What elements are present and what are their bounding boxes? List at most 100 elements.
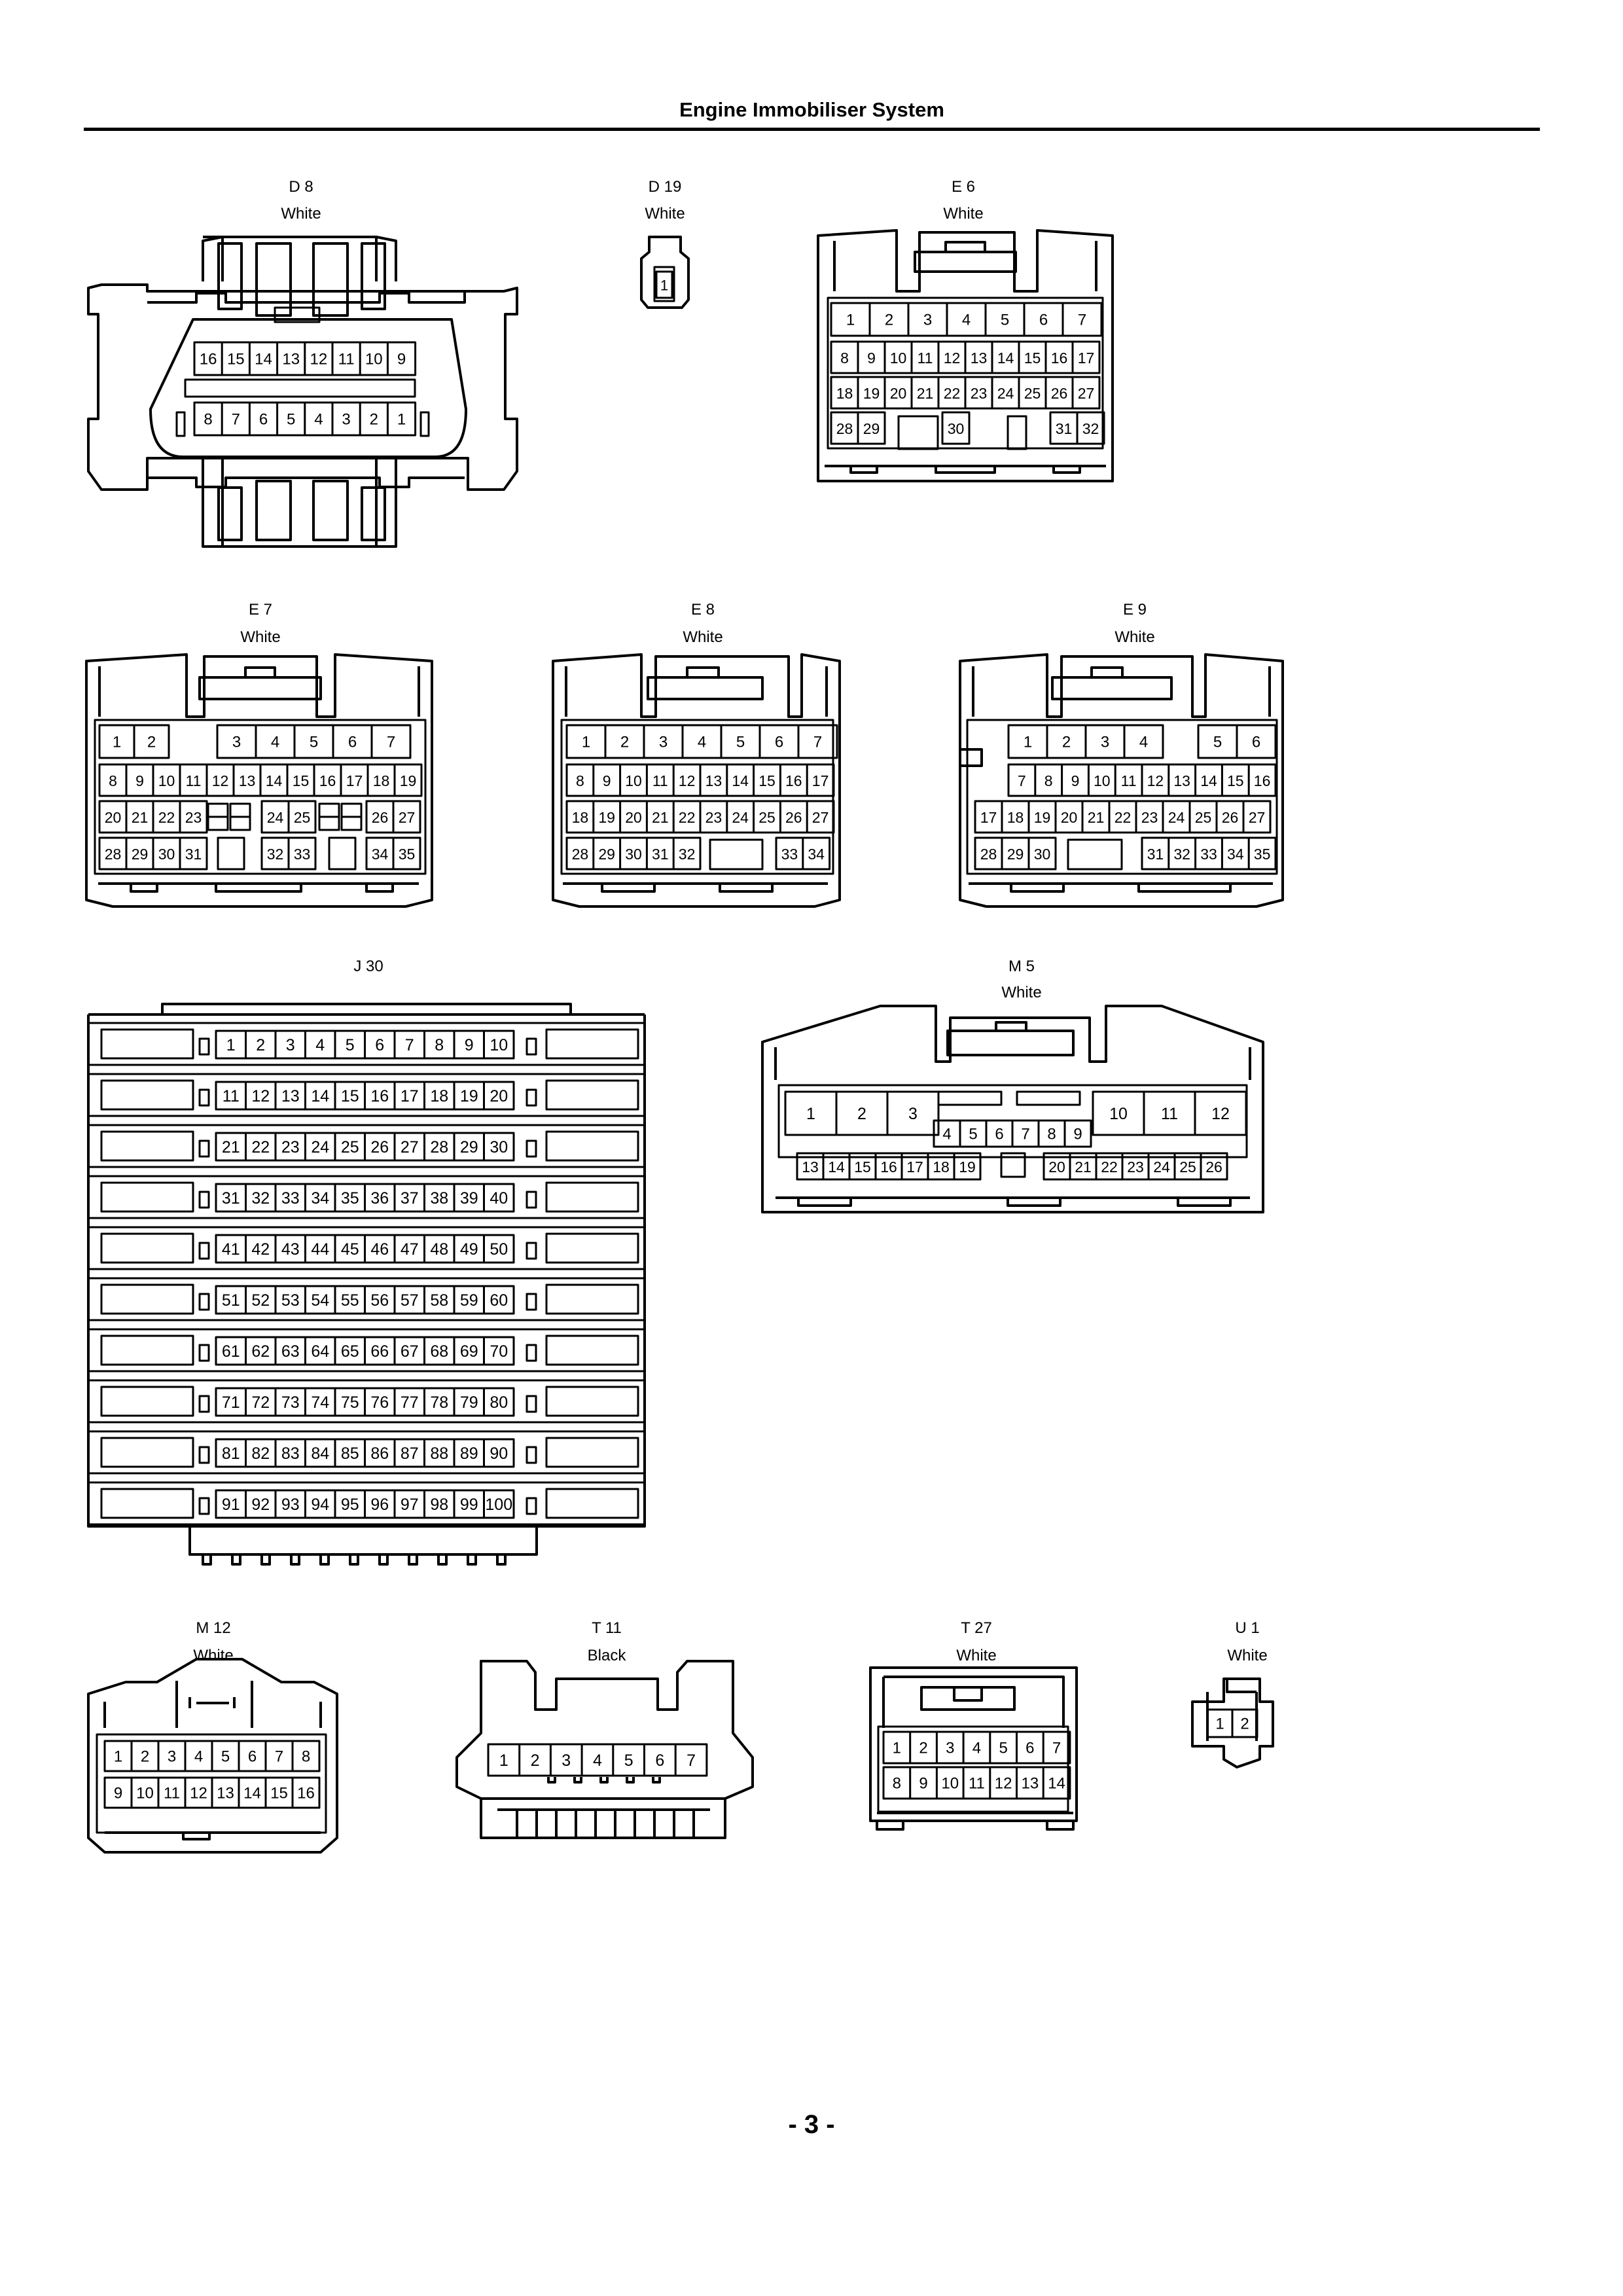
j30-tab	[100, 1130, 194, 1162]
pin-frame	[655, 270, 673, 299]
pin-number: 19	[959, 1158, 976, 1175]
pin-number: 13	[705, 772, 722, 789]
pin-number: 14	[732, 772, 749, 789]
pin-number: 20	[1061, 809, 1078, 826]
pin-number: 4	[1139, 734, 1148, 751]
pin-number: 31	[1147, 846, 1164, 863]
j30-tier	[87, 1175, 646, 1219]
j30-tab	[100, 1181, 194, 1213]
pin-number: 9	[397, 351, 406, 368]
pin-number: 1	[806, 1105, 815, 1123]
connector-color-t11: Black	[587, 1647, 626, 1664]
pin-number: 31	[222, 1189, 240, 1208]
j30-tab	[545, 1386, 639, 1417]
j30-tier	[87, 1430, 646, 1475]
pin-number: 34	[808, 846, 825, 863]
pin-number: 7	[1021, 1126, 1029, 1143]
pin-number: 54	[311, 1291, 329, 1310]
pin-number: 8	[840, 350, 849, 367]
pin-number: 7	[387, 734, 395, 751]
pin-number: 44	[311, 1240, 329, 1259]
pin-number: 100	[485, 1496, 512, 1514]
pin-number: 8	[893, 1775, 901, 1793]
pin-number: 32	[679, 846, 696, 863]
header-rule	[84, 128, 1540, 131]
pin-number: 8	[1047, 1126, 1056, 1143]
j30-tier	[87, 1073, 646, 1117]
pin-number: 2	[1240, 1715, 1249, 1733]
pin-frame	[966, 719, 1278, 875]
j30-lock	[526, 1446, 537, 1464]
connector-color-m12: White	[193, 1647, 234, 1664]
pin-frame	[974, 800, 1272, 834]
pin-number: 27	[1249, 809, 1266, 826]
pin-number: 21	[917, 385, 934, 402]
pin-number: 19	[460, 1087, 478, 1105]
pin-number: 79	[460, 1393, 478, 1412]
pin-number: 1	[114, 1748, 122, 1766]
pin-number: 33	[294, 846, 311, 863]
pin-number: 10	[136, 1785, 154, 1803]
j30-tier	[87, 1022, 646, 1066]
pin-number: 80	[490, 1393, 508, 1412]
pin-number: 2	[1062, 734, 1071, 751]
j30-lock	[198, 1191, 210, 1209]
pin-number: 7	[1078, 312, 1086, 329]
pin-number: 63	[281, 1342, 300, 1361]
pin-number: 14	[997, 350, 1014, 367]
pin-number: 12	[1147, 772, 1164, 789]
pin-number: 13	[239, 772, 256, 789]
pin-number: 10	[1109, 1105, 1128, 1123]
pin-number: 25	[341, 1138, 359, 1157]
pin-number: 9	[603, 772, 611, 789]
connector-color-u1: White	[1227, 1647, 1268, 1664]
j30-lock	[526, 1191, 537, 1209]
pin-number: 61	[222, 1342, 240, 1361]
pin-number: 9	[919, 1775, 927, 1793]
pin-number: 8	[576, 772, 584, 789]
pin-number: 29	[1007, 846, 1024, 863]
j30-tier	[87, 1226, 646, 1270]
pin-number: 14	[828, 1158, 845, 1175]
pin-number: 25	[1195, 809, 1212, 826]
j30-tier	[87, 1124, 646, 1168]
j30-tier	[87, 1379, 646, 1424]
pin-number: 3	[659, 734, 668, 751]
connector-code-e9: E 9	[1122, 601, 1147, 619]
pin-number: 46	[370, 1240, 389, 1259]
j30-tab	[100, 1028, 194, 1060]
pin-number: 4	[698, 734, 706, 751]
pin-number: 20	[105, 809, 122, 826]
pin-number: 11	[1121, 772, 1137, 789]
pin-number: 98	[430, 1496, 448, 1514]
pin-number: 21	[1088, 809, 1105, 826]
pin-number: 87	[401, 1444, 419, 1463]
pin-number: 3	[1101, 734, 1109, 751]
pin-number: 12	[212, 772, 229, 789]
pin-number: 64	[311, 1342, 329, 1361]
pin-number: 86	[370, 1444, 389, 1463]
pin-number: 27	[399, 809, 416, 826]
pin-frame	[565, 836, 702, 870]
pin-number: 1	[226, 1036, 236, 1054]
pin-number: 7	[405, 1036, 414, 1054]
pin-number: 3	[342, 411, 350, 429]
pin-number: 3	[562, 1751, 571, 1770]
pin-number: 11	[918, 350, 933, 367]
pin-number: 11	[1161, 1105, 1178, 1123]
j30-lock	[198, 1242, 210, 1260]
pin-number: 4	[271, 734, 279, 751]
pin-number: 4	[972, 1740, 981, 1757]
pin-number: 4	[593, 1751, 602, 1770]
pin-number: 14	[1048, 1775, 1065, 1793]
pin-number: 77	[401, 1393, 419, 1412]
pin-frame	[94, 719, 427, 875]
pin-number: 3	[286, 1036, 295, 1054]
pin-number: 15	[227, 351, 245, 368]
pin-number: 24	[1168, 809, 1185, 826]
pin-number: 58	[430, 1291, 448, 1310]
pin-frame	[96, 1733, 327, 1834]
pin-number: 2	[919, 1740, 927, 1757]
pin-number: 74	[311, 1393, 329, 1412]
pin-number: 89	[460, 1444, 478, 1463]
